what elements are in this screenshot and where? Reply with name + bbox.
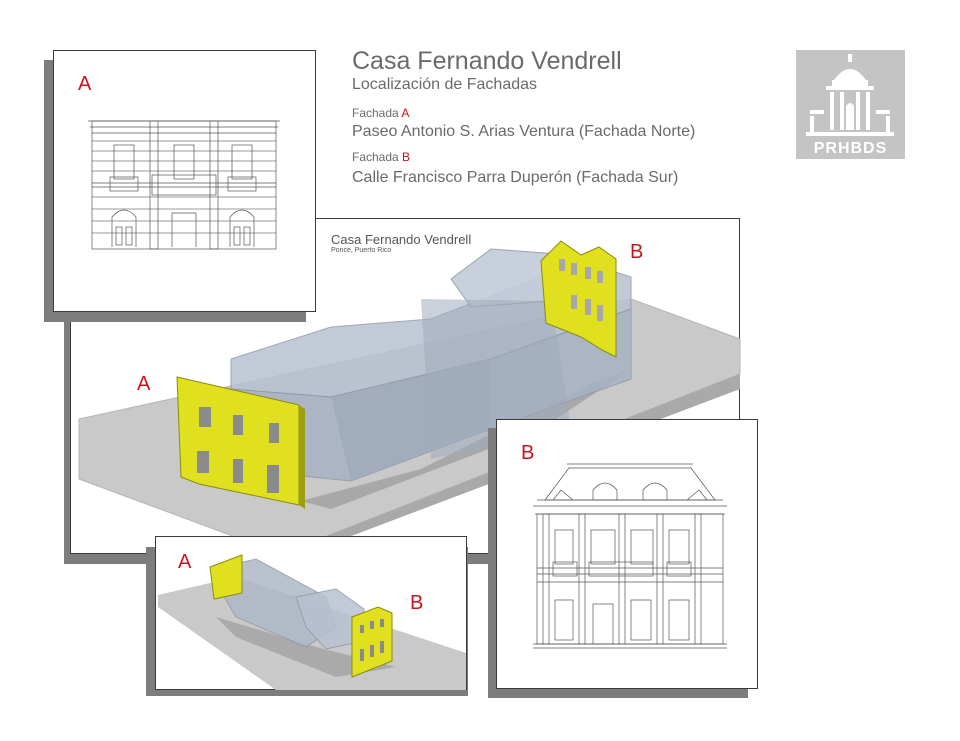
elevation-a-drawing: [88, 120, 280, 250]
facade-b-description: Calle Francisco Parra Duperón (Fachada S…: [352, 169, 679, 186]
facade-a-letter: A: [401, 106, 410, 120]
page-subtitle: Localización de Fachadas: [352, 76, 538, 93]
facade-b-caption: Fachada B: [352, 150, 411, 164]
small-3d-view: A B: [155, 536, 467, 690]
elevation-a-label: A: [78, 73, 92, 95]
page-title: Casa Fernando Vendrell: [352, 47, 622, 75]
elevation-b-label: B: [521, 442, 535, 464]
facade-a-description: Paseo Antonio S. Arias Ventura (Fachada …: [352, 123, 696, 140]
small-label-a: A: [178, 551, 192, 573]
small-facade-a: [209, 554, 243, 600]
logo-text: PRHBDS: [813, 140, 888, 157]
elevation-b-panel: B: [496, 419, 758, 689]
small-label-b: B: [410, 592, 424, 614]
elevation-a-panel: A: [53, 50, 316, 312]
main-label-b: B: [630, 241, 644, 263]
facade-b-letter: B: [402, 150, 411, 164]
building-logo-icon: [806, 54, 894, 136]
facade-a-caption: Fachada A: [352, 106, 410, 120]
prhbds-logo: PRHBDS: [796, 50, 905, 159]
main-label-a: A: [137, 373, 151, 395]
main-view-subtitle: Ponce, Puerto Rico: [331, 247, 392, 254]
main-view-title: Casa Fernando Vendrell: [331, 232, 472, 247]
small-model-drawing: [158, 554, 466, 690]
elevation-b-drawing: [533, 463, 727, 649]
